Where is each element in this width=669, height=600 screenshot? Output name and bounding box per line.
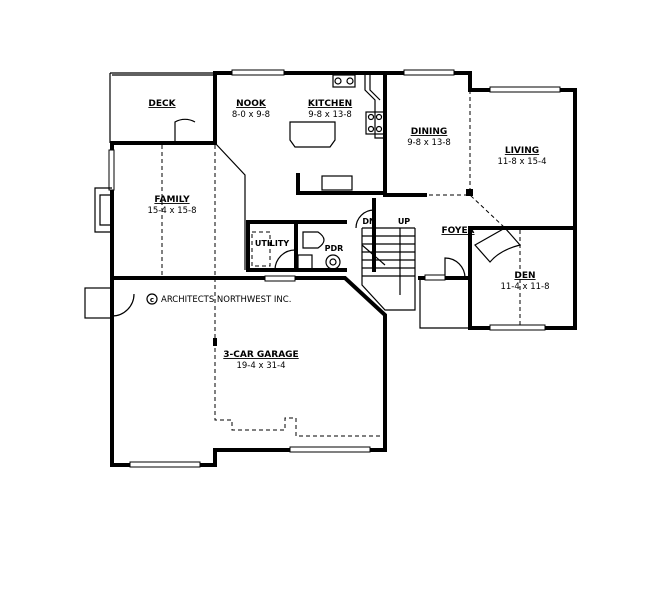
- toilet-icon: [302, 231, 325, 249]
- stairs-down-label: DN: [362, 217, 375, 226]
- sink-icon: [332, 74, 356, 88]
- deck-door: [174, 118, 196, 143]
- cooktop-icon: [365, 111, 385, 135]
- family-size: 15-4 x 15-8: [147, 206, 196, 216]
- kitchen-size: 9-8 x 13-8: [308, 110, 352, 120]
- family-label: FAMILY: [154, 195, 190, 205]
- exterior-walls: [110, 71, 577, 467]
- utility-label: UTILITY: [255, 239, 289, 248]
- column: [466, 189, 473, 196]
- foyer-label: FOYER: [441, 226, 474, 236]
- nook-wall: [214, 142, 246, 270]
- pdr-label: PDR: [325, 244, 344, 253]
- copyright-notice: c ARCHITECTS NORTHWEST INC.: [146, 293, 291, 305]
- dining-label: DINING: [411, 127, 448, 137]
- copyright-icon: [146, 293, 158, 305]
- deck-label: DECK: [148, 99, 176, 109]
- utility-door: [274, 249, 296, 271]
- nook-label: NOOK: [236, 99, 267, 109]
- kitchen-fixtures: [289, 74, 385, 191]
- kitchen-label: KITCHEN: [308, 99, 352, 109]
- garage-size: 19-4 x 31-4: [236, 361, 285, 371]
- windows: [108, 69, 561, 468]
- entry-doors: [419, 227, 522, 329]
- dining-size: 9-8 x 13-8: [407, 138, 451, 148]
- copyright-text: ARCHITECTS NORTHWEST INC.: [161, 295, 291, 305]
- den-label: DEN: [514, 271, 535, 281]
- garage-label: 3-CAR GARAGE: [223, 350, 298, 360]
- living-label: LIVING: [505, 146, 539, 156]
- fireplace: [94, 187, 112, 233]
- post: [213, 338, 217, 346]
- garage-side-door: [84, 287, 135, 319]
- pdr-fixtures: [251, 231, 341, 271]
- room-dividers: [161, 90, 521, 437]
- staircase[interactable]: [355, 209, 416, 311]
- sink-icon: [325, 254, 341, 270]
- deck: [109, 72, 215, 143]
- living-size: 11-8 x 15-4: [497, 157, 546, 167]
- kitchen-island: [289, 121, 336, 148]
- stairs-up-label: UP: [398, 217, 410, 226]
- den-size: 11-4 x 11-8: [500, 282, 549, 292]
- nook-size: 8-0 x 9-8: [232, 110, 270, 120]
- svg-text:c: c: [150, 296, 154, 304]
